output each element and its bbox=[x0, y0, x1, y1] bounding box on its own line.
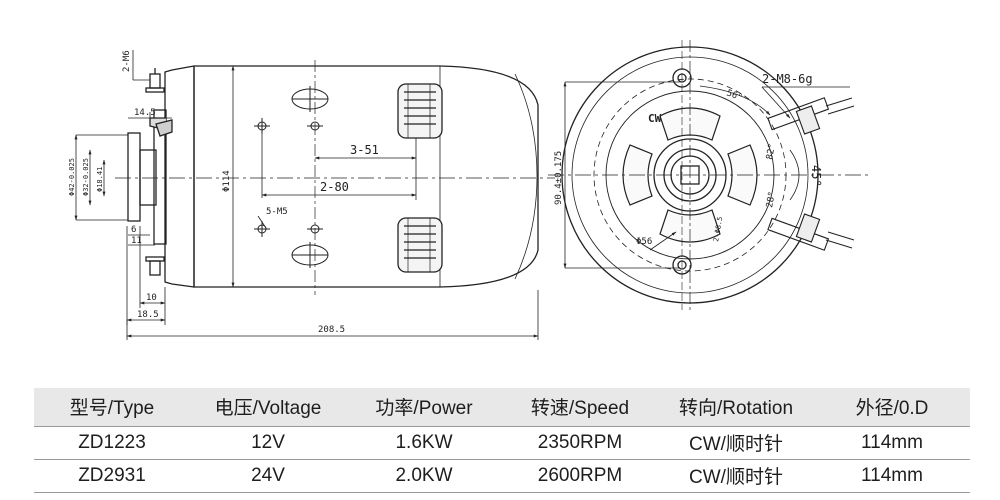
motor-body-outline bbox=[193, 65, 539, 288]
header-rotation: 转向/Rotation bbox=[678, 398, 794, 420]
side-view bbox=[74, 50, 555, 340]
spec-table: 型号/Type 电压/Voltage 功率/Power 转速/Speed 转向/… bbox=[34, 388, 970, 493]
label-6: 6 bbox=[131, 225, 136, 235]
cell-voltage: 12V bbox=[251, 431, 285, 453]
label-11: 11 bbox=[131, 236, 142, 246]
spec-header-row: 型号/Type 电压/Voltage 功率/Power 转速/Speed 转向/… bbox=[34, 388, 970, 426]
label-208-5: 208.5 bbox=[318, 325, 345, 335]
label-2-m6: 2-M6 bbox=[122, 50, 132, 72]
cell-od: 114mm bbox=[861, 431, 923, 453]
end-cap-outline bbox=[164, 65, 195, 288]
cell-type: ZD2931 bbox=[78, 464, 146, 486]
label-2-m8-6g: 2-M8-6g bbox=[762, 72, 813, 86]
label-28-deg: 28° bbox=[765, 191, 778, 209]
header-speed: 转速/Speed bbox=[530, 398, 630, 420]
end-view bbox=[548, 40, 870, 310]
cell-od: 114mm bbox=[861, 464, 923, 486]
terminal-lower bbox=[397, 217, 443, 273]
header-voltage: 电压/Voltage bbox=[214, 398, 322, 420]
header-od: 外径/0.D bbox=[855, 398, 929, 420]
label-82-deg: 82° bbox=[765, 143, 778, 161]
label-18-5: 18.5 bbox=[137, 310, 159, 320]
header-power: 功率/Power bbox=[375, 398, 473, 420]
stud-upper bbox=[767, 97, 855, 135]
cell-rotation: CW/顺时针 bbox=[689, 467, 783, 488]
cell-power: 1.6KW bbox=[395, 431, 453, 453]
label-90-4: 90.4±0.175 bbox=[554, 151, 564, 205]
bolt-top bbox=[149, 73, 161, 89]
cell-rotation: CW/顺时针 bbox=[689, 434, 783, 455]
label-phi42: Φ42-0.025 bbox=[68, 158, 76, 196]
label-56-deg: 56° bbox=[725, 88, 744, 103]
cell-type: ZD1223 bbox=[78, 431, 146, 453]
motor-technical-drawing: 2-M6 14.5 3-51 2-80 5-M5 Φ114 Φ42-0.025 … bbox=[68, 40, 870, 340]
label-3-51: 3-51 bbox=[350, 143, 379, 157]
table-row: ZD2931 24V 2.0KW 2600RPM CW/顺时针 114mm bbox=[34, 459, 970, 492]
bolt-bottom bbox=[149, 260, 161, 276]
label-10: 10 bbox=[146, 293, 157, 303]
label-14-5: 14.5 bbox=[134, 108, 156, 118]
label-phi114: Φ114 bbox=[222, 170, 232, 192]
label-45-deg: 45° bbox=[809, 165, 823, 187]
label-cw: CW bbox=[648, 112, 662, 125]
label-phi56: Φ56 bbox=[636, 237, 652, 247]
stud-lower bbox=[767, 213, 855, 251]
label-5-m5: 5-M5 bbox=[266, 207, 288, 217]
header-type: 型号/Type bbox=[69, 398, 155, 420]
terminal-upper bbox=[397, 83, 443, 139]
cell-speed: 2600RPM bbox=[537, 464, 623, 486]
label-phi32: Φ32-0.025 bbox=[82, 158, 90, 196]
cell-speed: 2350RPM bbox=[537, 431, 623, 453]
table-row: ZD1223 12V 1.6KW 2350RPM CW/顺时针 114mm bbox=[34, 426, 970, 459]
label-2-80: 2-80 bbox=[320, 180, 349, 194]
side-view-labels: 2-M6 14.5 3-51 2-80 5-M5 Φ114 Φ42-0.025 … bbox=[68, 50, 379, 335]
label-phi18: Φ18.41 bbox=[96, 167, 104, 192]
cell-power: 2.0KW bbox=[395, 464, 453, 486]
cell-voltage: 24V bbox=[251, 464, 285, 486]
